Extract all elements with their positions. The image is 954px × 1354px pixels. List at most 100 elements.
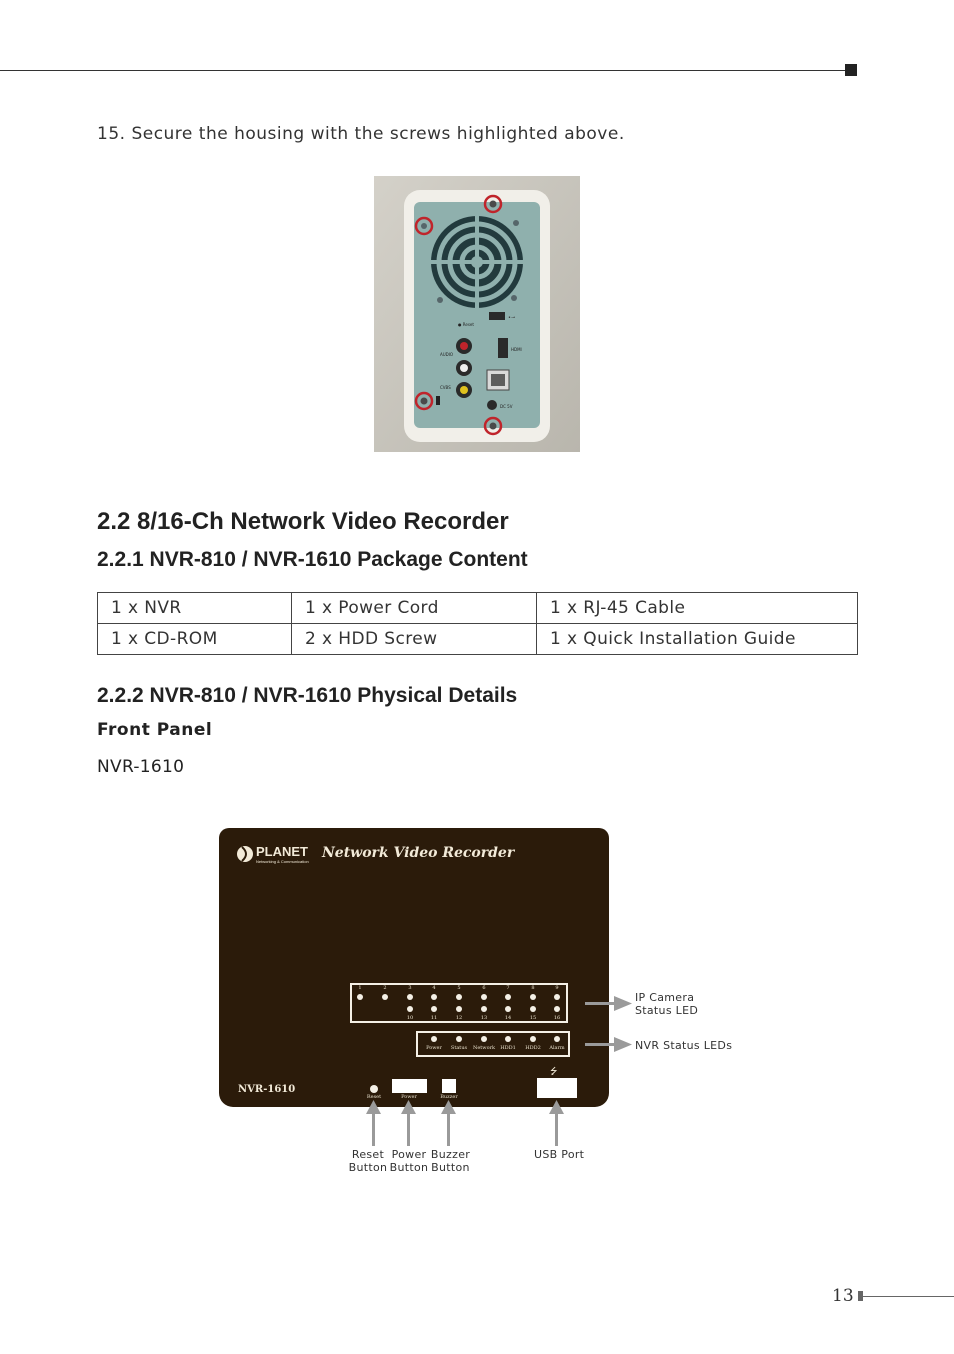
subsection-physical-title: 2.2.2 NVR-810 / NVR-1610 Physical Detail…: [97, 684, 518, 707]
nvr-back-panel-photo: •⊸ ● Reset AUDIO CVBS HDMI DC 5V: [374, 176, 580, 452]
usb-callout: USB Port: [534, 1148, 585, 1161]
nvr-brand-text: Network Video Recorder: [322, 845, 515, 861]
camera-led-number: 16: [553, 1015, 561, 1021]
callout-line: Button: [389, 1161, 429, 1174]
front-panel-heading: Front Panel: [97, 720, 213, 740]
status-led-label: Network: [472, 1045, 496, 1051]
nvr-front-panel: [219, 828, 609, 1107]
callout-line: Power: [391, 1148, 427, 1161]
table-row: 1 x CD-ROM 2 x HDD Screw 1 x Quick Insta…: [97, 623, 858, 655]
camera-led: [481, 994, 487, 1000]
nvr-model-text: NVR-1610: [238, 1084, 296, 1095]
camera-led: [431, 994, 437, 1000]
top-rule: [0, 70, 846, 71]
status-led: [530, 1036, 536, 1042]
status-led-label: Status: [450, 1045, 468, 1051]
status-led-label: Alarm: [549, 1045, 565, 1051]
table-cell: 1 x Power Cord: [291, 592, 537, 624]
status-led-label: Power: [426, 1045, 442, 1051]
usb-port[interactable]: [537, 1078, 577, 1098]
camera-led-number: 4: [432, 985, 436, 991]
package-content-table: 1 x NVR 1 x Power Cord 1 x RJ-45 Cable 1…: [97, 592, 858, 655]
camera-led: [530, 1006, 536, 1012]
camera-led: [530, 994, 536, 1000]
reset-arrow: [372, 1112, 375, 1146]
callout-line: Status LED: [635, 1004, 699, 1017]
table-cell: 1 x NVR: [97, 592, 292, 624]
camera-led-number: 9: [555, 985, 559, 991]
ip-camera-led-box: [350, 983, 568, 1023]
status-led: [456, 1036, 462, 1042]
reset-button[interactable]: [370, 1085, 378, 1093]
camera-led-number: 15: [529, 1015, 537, 1021]
camera-led-number: 2: [383, 985, 387, 991]
logo-text: PLANET: [256, 844, 308, 859]
camera-led: [357, 994, 363, 1000]
camera-led: [456, 1006, 462, 1012]
ip-camera-arrowhead: [614, 996, 632, 1011]
camera-led-number: 1: [358, 985, 362, 991]
camera-led: [407, 1006, 413, 1012]
footer-marker: [858, 1291, 863, 1301]
buzzer-arrow: [447, 1112, 450, 1146]
status-led-label: HDD1: [500, 1045, 516, 1051]
footer-rule: [863, 1296, 954, 1297]
camera-led: [554, 1006, 560, 1012]
callout-line: IP Camera: [635, 991, 695, 1004]
camera-led-number: 7: [506, 985, 510, 991]
cvbs-label: CVBS: [440, 385, 451, 390]
table-cell: 1 x Quick Installation Guide: [536, 623, 858, 655]
usb-arrow: [555, 1112, 558, 1146]
status-led: [481, 1036, 487, 1042]
model-label: NVR-1610: [97, 757, 185, 777]
callout-line: Button: [431, 1161, 470, 1174]
nvr-status-callout: NVR Status LEDs: [635, 1039, 733, 1052]
buzzer-button-label: Buzzer: [440, 1094, 458, 1100]
hdmi-label: HDMI: [511, 347, 522, 352]
status-led: [554, 1036, 560, 1042]
callout-line: Buzzer: [430, 1148, 471, 1161]
buzzer-callout: Buzzer Button: [428, 1148, 473, 1174]
table-cell: 2 x HDD Screw: [291, 623, 537, 655]
camera-led-number: 8: [531, 985, 535, 991]
status-led: [505, 1036, 511, 1042]
camera-led: [407, 994, 413, 1000]
section-title: 2.2 8/16-Ch Network Video Recorder: [97, 508, 509, 535]
ip-camera-callout: IP Camera Status LED: [635, 991, 698, 1017]
power-button-label: Power: [401, 1094, 417, 1100]
callout-line: Reset: [351, 1148, 385, 1161]
camera-led: [505, 994, 511, 1000]
page-number: 13: [832, 1286, 854, 1306]
power-button[interactable]: [392, 1079, 427, 1093]
table-cell: 1 x CD-ROM: [97, 623, 292, 655]
logo-tagline: Networking & Communication: [256, 859, 309, 864]
camera-led-number: 11: [430, 1015, 438, 1021]
power-arrow: [407, 1112, 410, 1146]
camera-led: [456, 994, 462, 1000]
status-led-label: HDD2: [525, 1045, 541, 1051]
camera-led-number: 12: [455, 1015, 463, 1021]
camera-led-number: 14: [504, 1015, 512, 1021]
power-callout: Power Button: [389, 1148, 429, 1174]
camera-led: [505, 1006, 511, 1012]
callout-line: Button: [348, 1161, 388, 1174]
reset-callout: Reset Button: [348, 1148, 388, 1174]
audio-label: AUDIO: [440, 352, 453, 357]
reset-button-label: Reset: [366, 1094, 382, 1100]
camera-led: [431, 1006, 437, 1012]
buzzer-button[interactable]: [442, 1079, 456, 1093]
planet-logo-icon: PLANET Networking & Communication: [237, 844, 309, 864]
camera-led: [382, 994, 388, 1000]
reset-label: ● Reset: [458, 322, 474, 327]
usb-port-label: •⊸: [508, 315, 515, 321]
camera-led-number: 6: [482, 985, 486, 991]
camera-led-number: 10: [406, 1015, 414, 1021]
camera-led-number: 13: [480, 1015, 488, 1021]
dc-label: DC 5V: [500, 404, 513, 409]
table-cell: 1 x RJ-45 Cable: [536, 592, 858, 624]
camera-led-number: 3: [408, 985, 412, 991]
status-led: [431, 1036, 437, 1042]
nvr-status-led-box: [416, 1031, 570, 1057]
top-square-marker: [845, 64, 857, 76]
usb-icon: ⭍: [550, 1067, 558, 1077]
